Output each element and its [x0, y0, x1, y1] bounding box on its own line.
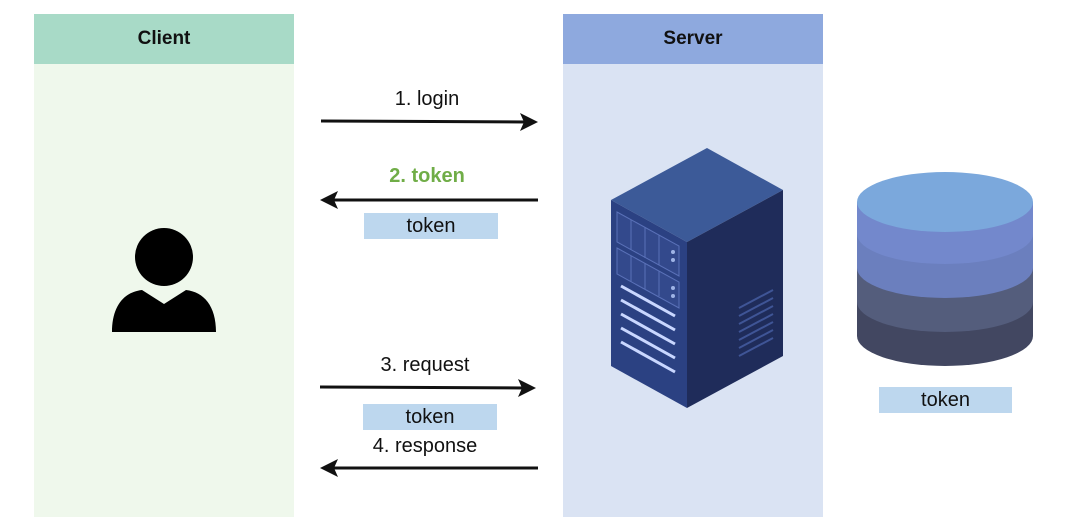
message-label-token: 2. token [389, 165, 465, 187]
message-label-login: 1. login [394, 88, 460, 110]
token-tag-request: token [363, 404, 497, 430]
database-icon [857, 172, 1033, 366]
server-lane-title: Server [563, 14, 823, 64]
client-lane-title: Client [34, 14, 294, 64]
user-icon [112, 228, 216, 332]
client-lane: Client [34, 14, 294, 517]
message-label-response: 4. response [372, 435, 478, 457]
token-tag-returned: token [364, 213, 498, 239]
client-lane-body [34, 64, 294, 517]
message-label-request: 3. request [380, 354, 470, 376]
token-tag-stored: token [879, 387, 1012, 413]
server-rack-icon [611, 148, 783, 408]
